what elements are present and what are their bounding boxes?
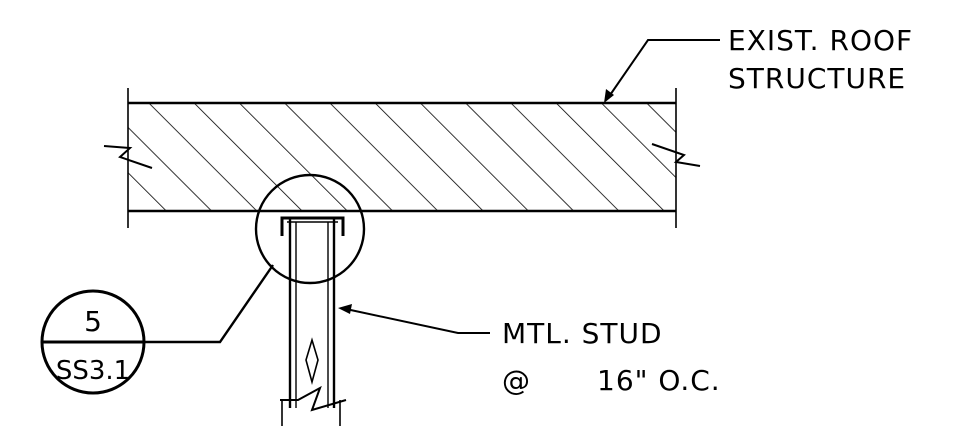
- roof-label-line1: EXIST. ROOF: [728, 24, 913, 57]
- stud-leader-line: [345, 308, 490, 334]
- stud-label-at: @: [502, 364, 531, 397]
- detail-callout-leader: [140, 264, 274, 344]
- roof-label-line2: STRUCTURE: [728, 62, 906, 95]
- stud-bottom-break: [280, 385, 347, 412]
- roof-slab-hatch: [128, 103, 676, 211]
- left-break-symbol: [103, 145, 153, 169]
- stud-top-track: [280, 216, 345, 236]
- stud-knockout-diamond: [305, 337, 319, 386]
- roof-slab: [103, 88, 701, 228]
- stud-label-spacing: 16" O.C.: [597, 364, 721, 397]
- metal-stud: [280, 216, 347, 426]
- right-break-symbol: [651, 143, 701, 167]
- detail-reference-circle: [254, 173, 366, 285]
- stud-leader: [338, 304, 490, 334]
- roof-leader-arrowhead: [604, 89, 614, 103]
- roof-leader-line: [607, 39, 720, 99]
- detail-number: 5: [84, 305, 102, 338]
- stud-leader-arrowhead: [338, 304, 352, 314]
- detail-callout: 5 SS3.1: [40, 289, 146, 395]
- stud-label-line1: MTL. STUD: [502, 317, 663, 350]
- detail-sheet-reference: SS3.1: [56, 356, 130, 386]
- roof-leader: [604, 39, 720, 103]
